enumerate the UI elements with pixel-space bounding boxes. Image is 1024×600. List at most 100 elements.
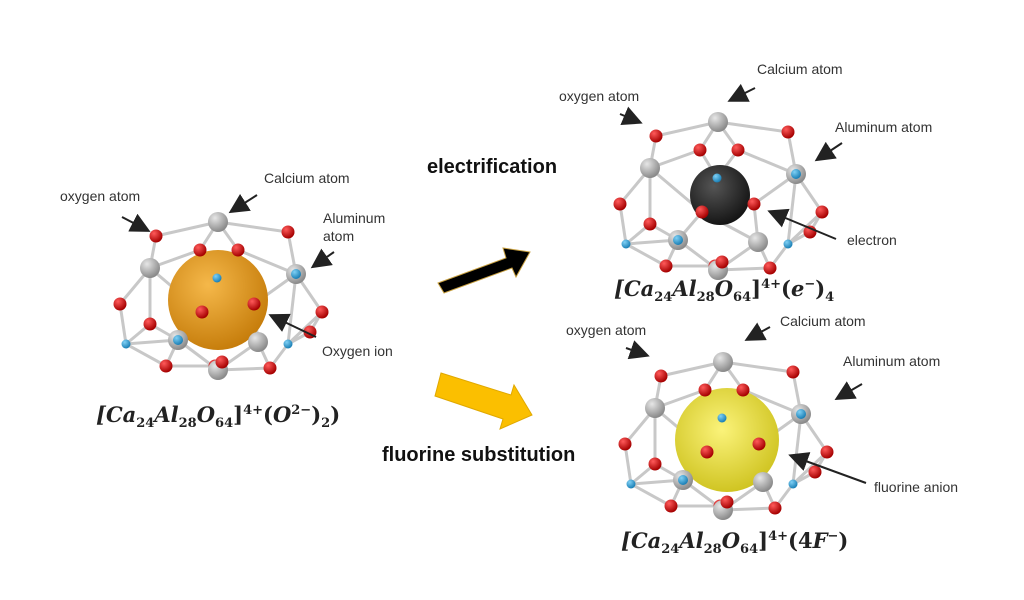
- oxide-cage-structure: [113, 212, 329, 380]
- oxygen-atom: [281, 225, 295, 239]
- oxygen-atom: [768, 501, 782, 515]
- fluorine-anion-sphere: [675, 388, 779, 492]
- calcium-atom: [640, 158, 660, 178]
- oxygen-atom: [763, 261, 777, 275]
- bond: [660, 360, 724, 378]
- oxygen-atom: [808, 465, 822, 479]
- oxygen-atom: [695, 205, 709, 219]
- bond: [286, 273, 298, 345]
- oxygen-atom: [149, 229, 163, 243]
- aluminum-atom: [712, 173, 722, 183]
- bond: [630, 482, 672, 508]
- aluminum-atom-pointer: [834, 381, 863, 401]
- oxide-formula: [Ca24Al28O64]4+(O2−)2): [96, 402, 341, 432]
- aluminum-atom: [783, 239, 793, 249]
- aluminum-atom-label: Aluminum atom: [835, 119, 933, 135]
- aluminum-atom-pointer: [814, 141, 843, 162]
- oxygen-atom: [263, 361, 277, 375]
- aluminum-atom: [173, 335, 183, 345]
- bond: [737, 148, 797, 176]
- oxygen-atom: [315, 305, 329, 319]
- bond: [655, 120, 719, 138]
- oxygen-atom: [781, 125, 795, 139]
- bond: [625, 242, 667, 268]
- aluminum-atom: [717, 413, 727, 423]
- oxygen-atom: [700, 445, 714, 459]
- calcium-atom: [248, 332, 268, 352]
- oxygen-atom: [820, 445, 834, 459]
- bond: [618, 203, 628, 245]
- aluminum-atom: [796, 409, 806, 419]
- oxygen-atom: [815, 205, 829, 219]
- calcium-atom-pointer: [744, 322, 771, 341]
- bond: [623, 443, 633, 485]
- calcium-atom-label: Calcium atom: [757, 61, 843, 77]
- oxygen-ion-label: Oxygen ion: [322, 343, 393, 359]
- bond: [237, 248, 297, 276]
- aluminum-atom-pointer: [310, 248, 335, 269]
- oxygen-atom: [736, 383, 750, 397]
- aluminum-atom: [678, 475, 688, 485]
- oxygen-atom-label: oxygen atom: [559, 88, 640, 104]
- bond: [217, 220, 289, 234]
- fluoride-formula: [Ca24Al28O64]4+(4F−): [621, 528, 849, 558]
- aluminum-atom: [791, 169, 801, 179]
- bond: [722, 360, 794, 374]
- bond: [791, 413, 803, 485]
- oxygen-atom: [613, 197, 627, 211]
- oxygen-atom: [113, 297, 127, 311]
- fluorine-anion-pointer: [788, 452, 867, 484]
- calcium-atom: [645, 398, 665, 418]
- oxygen-atom-label: oxygen atom: [566, 322, 647, 338]
- aluminum-atom: [788, 479, 798, 489]
- oxygen-atom: [231, 243, 245, 257]
- bond: [155, 220, 219, 238]
- oxygen-atom: [654, 369, 668, 383]
- oxygen-atom: [731, 143, 745, 157]
- aluminum-atom: [283, 339, 293, 349]
- oxygen-atom-pointer: [619, 106, 643, 126]
- calcium-atom: [748, 232, 768, 252]
- aluminum-atom: [621, 239, 631, 249]
- calcium-atom: [753, 472, 773, 492]
- aluminum-atom: [626, 479, 636, 489]
- oxygen-atom: [247, 297, 261, 311]
- oxygen-atom: [649, 129, 663, 143]
- oxygen-atom-pointer: [625, 340, 650, 360]
- bond: [742, 388, 802, 416]
- oxygen-atom: [720, 495, 734, 509]
- oxygen-atom: [215, 355, 229, 369]
- aluminum-atom: [212, 273, 222, 283]
- aluminum-label-line1: Aluminum: [323, 210, 386, 226]
- bond: [717, 120, 789, 134]
- calcium-atom: [713, 352, 733, 372]
- oxygen-atom: [698, 383, 712, 397]
- oxygen-atom-label: oxygen atom: [60, 188, 141, 204]
- aluminum-atom-label: Aluminum atom: [323, 209, 385, 245]
- oxygen-atom: [664, 499, 678, 513]
- aluminum-atom-label: Aluminum atom: [843, 353, 941, 369]
- fluoride-cage-structure: [618, 352, 834, 520]
- electrification-label: electrification: [427, 156, 558, 178]
- electride-cage-structure: [613, 112, 829, 280]
- electron-label: electron: [847, 232, 897, 248]
- oxygen-atom: [747, 197, 761, 211]
- oxygen-atom: [786, 365, 800, 379]
- electrification-arrow: [437, 247, 531, 294]
- oxygen-atom: [193, 243, 207, 257]
- fluorine-anion-label: fluorine anion: [874, 479, 959, 495]
- aluminum-atom: [121, 339, 131, 349]
- calcium-atom: [708, 112, 728, 132]
- oxygen-atom: [618, 437, 632, 451]
- aluminum-atom: [673, 235, 683, 245]
- oxygen-atom: [143, 317, 157, 331]
- oxygen-ion-sphere: [168, 250, 268, 350]
- calcium-atom-pointer: [228, 193, 258, 214]
- oxygen-atom: [195, 305, 209, 319]
- electride-formula: [Ca24Al28O64]4+(e−)4: [614, 276, 835, 306]
- oxygen-atom: [693, 143, 707, 157]
- calcium-atom-pointer: [727, 83, 756, 102]
- calcium-atom: [208, 212, 228, 232]
- bond: [118, 303, 128, 345]
